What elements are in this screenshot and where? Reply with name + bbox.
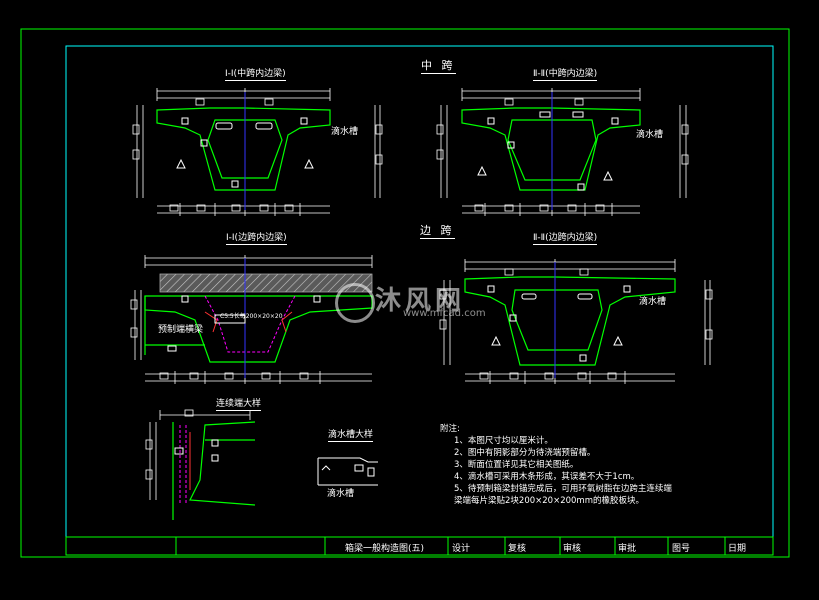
note-item-6: 梁端每片梁贴2块200×20×200mm的橡胶板块。	[454, 496, 644, 506]
title-section-1-mid: Ⅰ-Ⅰ(中跨内边梁)	[225, 66, 286, 81]
heading-side-span: 边 跨	[420, 224, 455, 239]
cell-approve: 审批	[618, 544, 637, 554]
label-drip-groove-3: 滴水槽	[639, 297, 667, 307]
note-item-5: 5、待预制箱梁封锚完成后，可用环氧树脂在边跨主连续端	[454, 484, 672, 494]
watermark-logo-icon	[335, 283, 375, 323]
title-joint-detail: 连续端大样	[216, 396, 262, 411]
section-2-mid-span-outline	[461, 107, 641, 191]
drip-groove-detail	[317, 457, 378, 486]
cell-check: 审核	[563, 544, 582, 554]
section-2-side-span-outline	[464, 276, 676, 366]
label-precast-beam: 预制端横梁	[158, 325, 204, 335]
joint-detail-outline	[172, 421, 256, 520]
title-drip-detail: 滴水槽大样	[328, 427, 374, 442]
section-1-mid-span-outline	[156, 107, 331, 191]
heading-mid-span: 中 跨	[421, 59, 456, 74]
notes-block: 附注: 1、本图尺寸均以厘米计。 2、图中有阴影部分为待浇端预留槽。 3、断面位…	[440, 423, 672, 507]
label-drip-groove-2: 滴水槽	[636, 130, 664, 140]
joint-detail-dashed	[179, 425, 187, 505]
note-item-4: 4、滴水槽可采用木条形成，其误差不大于1cm。	[454, 472, 640, 482]
cell-review: 复核	[508, 544, 527, 554]
title-section-2-side: Ⅱ-Ⅱ(边跨内边梁)	[533, 230, 598, 245]
note-item-2: 2、图中有阴影部分为待浇端预留槽。	[454, 448, 596, 458]
label-drip-groove-4: 滴水槽	[327, 489, 355, 499]
section-1-side-span-dashed	[204, 295, 296, 353]
notes-header: 附注:	[440, 424, 460, 434]
section-1-mid-span-slots	[176, 117, 314, 188]
label-dashed-note: C5.5长每200×20×20	[220, 313, 283, 320]
joint-detail-drawing	[145, 409, 251, 500]
title-section-2-mid: Ⅱ-Ⅱ(中跨内边梁)	[533, 66, 598, 81]
drawing-title: 箱梁一般构造图(五)	[345, 544, 425, 554]
outer-frame	[20, 28, 790, 558]
section-1-mid-span-drawing	[132, 88, 383, 216]
section-2-mid-span-drawing	[436, 88, 689, 216]
label-drip-groove-1: 滴水槽	[331, 127, 359, 137]
watermark-logo-text: 沐风网	[375, 286, 466, 316]
section-1-side-span-slots	[167, 295, 321, 352]
section-1-side-span-red	[204, 311, 293, 333]
section-2-mid-span-slots	[477, 111, 619, 191]
title-section-1-side: Ⅰ-Ⅰ(边跨内边梁)	[226, 230, 287, 245]
cell-number: 图号	[672, 544, 691, 554]
watermark-url: www.mfcad.com	[403, 308, 486, 319]
joint-detail-slots	[174, 439, 219, 462]
cell-design: 设计	[452, 544, 471, 554]
cell-date: 日期	[728, 544, 747, 554]
note-item-3: 3、断面位置详见其它相关图纸。	[454, 460, 579, 470]
section-2-side-span-slots	[487, 285, 631, 362]
note-item-1: 1、本图尺寸均以厘米计。	[454, 436, 553, 446]
title-block-grid	[65, 536, 774, 556]
